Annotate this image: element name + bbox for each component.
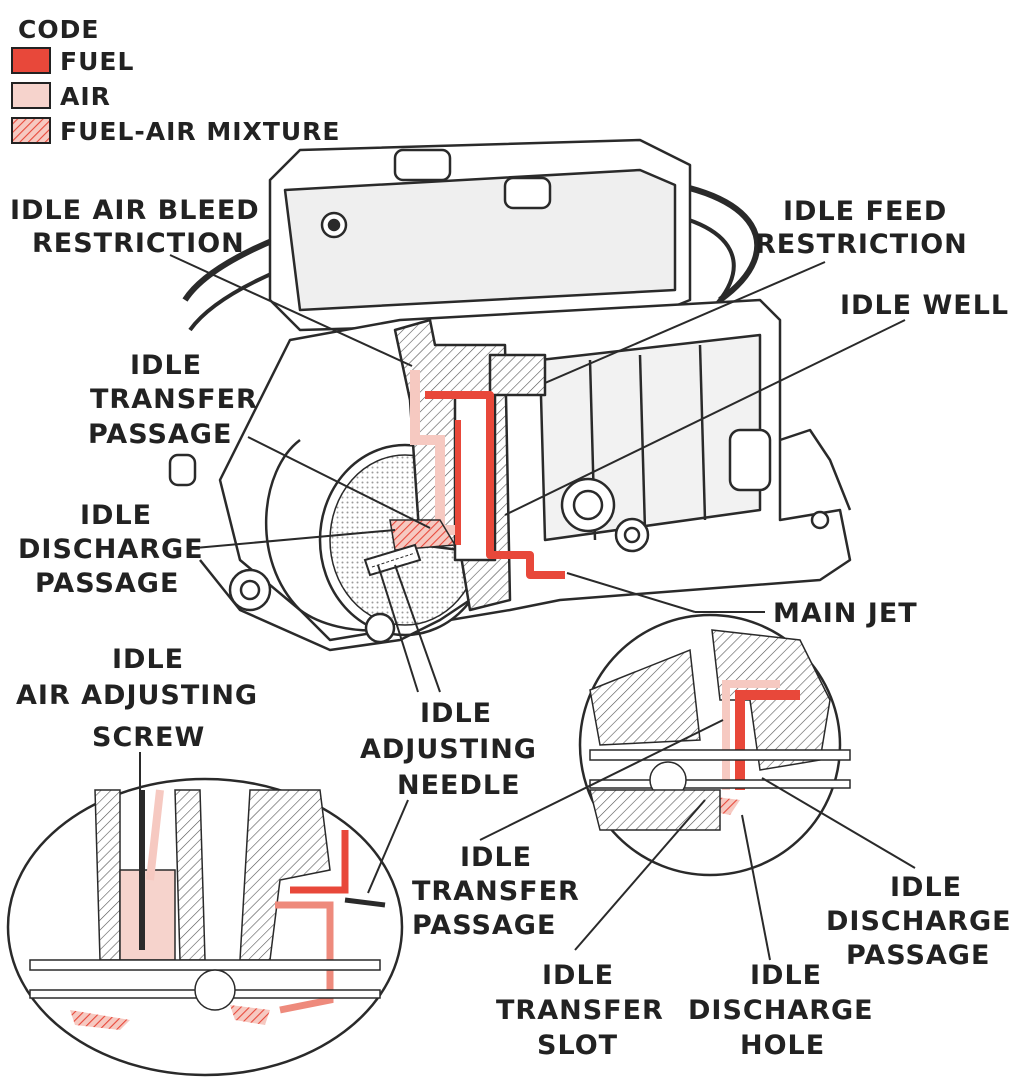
label-line: PASSAGE xyxy=(88,419,232,450)
label-idle-discharge-hole: IDLE DISCHARGE HOLE xyxy=(688,960,874,1061)
detail-circle-right xyxy=(578,613,851,877)
label-line: IDLE FEED xyxy=(783,196,947,227)
label-line: TRANSFER xyxy=(90,384,258,415)
label-detail-idle-discharge-passage: IDLE DISCHARGE PASSAGE xyxy=(826,872,1012,971)
legend-swatch-mixture xyxy=(11,117,51,144)
label-idle-well: IDLE WELL xyxy=(840,290,1009,321)
label-line: DISCHARGE xyxy=(18,534,204,565)
label-line: SCREW xyxy=(92,722,205,753)
label-line: IDLE xyxy=(130,350,202,381)
label-line: IDLE xyxy=(890,872,962,903)
label-line: IDLE xyxy=(542,960,614,991)
label-line: TRANSFER xyxy=(412,876,580,907)
label-idle-transfer-slot: IDLE TRANSFER SLOT xyxy=(496,960,664,1061)
label-line: IDLE xyxy=(420,698,492,729)
label-line: DISCHARGE xyxy=(688,995,874,1026)
label-idle-transfer-passage: IDLE TRANSFER PASSAGE xyxy=(88,350,258,450)
label-line: DISCHARGE xyxy=(826,906,1012,937)
carburetor-body xyxy=(168,138,852,652)
label-line: IDLE xyxy=(80,500,152,531)
label-line: IDLE AIR BLEED xyxy=(10,195,260,226)
fuel-air-paths xyxy=(363,370,565,579)
label-line: RESTRICTION xyxy=(32,228,245,259)
label-idle-air-bleed-restriction: IDLE AIR BLEED RESTRICTION xyxy=(10,195,260,259)
label-line: MAIN JET xyxy=(773,598,918,629)
label-idle-discharge-passage: IDLE DISCHARGE PASSAGE xyxy=(18,500,204,599)
label-line: IDLE xyxy=(112,644,184,675)
label-line: PASSAGE xyxy=(846,940,990,971)
labels: IDLE AIR BLEED RESTRICTION IDLE FEED RES… xyxy=(10,195,1012,1061)
leader-lines xyxy=(139,254,916,961)
label-line: IDLE WELL xyxy=(840,290,1009,321)
label-idle-adjusting-needle: IDLE ADJUSTING NEEDLE xyxy=(360,698,537,801)
legend-label-mixture: FUEL-AIR MIXTURE xyxy=(60,117,341,146)
legend-swatch-fuel xyxy=(11,47,51,74)
label-main-jet: MAIN JET xyxy=(773,598,918,629)
label-line: PASSAGE xyxy=(412,910,556,941)
label-line: TRANSFER xyxy=(496,995,664,1026)
label-line: ADJUSTING xyxy=(360,734,537,765)
label-idle-feed-restriction: IDLE FEED RESTRICTION xyxy=(755,196,968,260)
label-line: IDLE xyxy=(750,960,822,991)
label-detail-idle-transfer-passage: IDLE TRANSFER PASSAGE xyxy=(412,842,580,941)
legend-title: CODE xyxy=(18,15,99,44)
label-line: AIR ADJUSTING xyxy=(16,680,258,711)
label-line: IDLE xyxy=(460,842,532,873)
label-line: NEEDLE xyxy=(397,770,521,801)
legend-label-fuel: FUEL xyxy=(60,47,134,76)
detail-ellipse-left xyxy=(6,777,404,1077)
label-idle-air-adjusting-screw: IDLE AIR ADJUSTING SCREW xyxy=(16,644,258,753)
legend: CODE FUEL AIR FUEL-AIR MIXTURE xyxy=(11,15,341,146)
label-line: RESTRICTION xyxy=(755,229,968,260)
legend-label-air: AIR xyxy=(60,82,111,111)
label-line: SLOT xyxy=(537,1030,618,1061)
label-line: HOLE xyxy=(740,1030,825,1061)
legend-swatch-air xyxy=(11,82,51,109)
label-line: PASSAGE xyxy=(35,568,179,599)
